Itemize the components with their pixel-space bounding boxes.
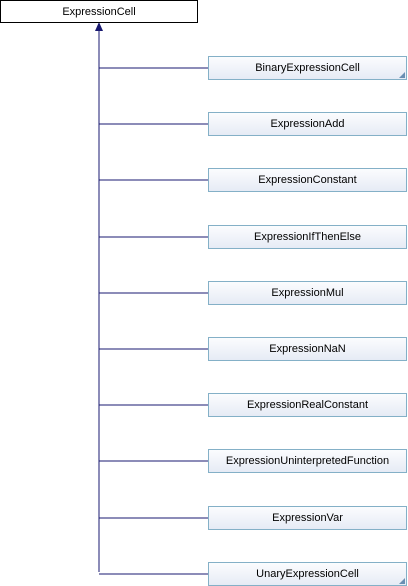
class-node-expressioncell[interactable]: ExpressionCell <box>0 0 198 23</box>
class-node-label: ExpressionVar <box>272 512 343 524</box>
class-node-label: ExpressionMul <box>271 287 344 299</box>
class-node-unaryexpressioncell[interactable]: UnaryExpressionCell <box>208 562 407 586</box>
inheritance-arrowhead <box>95 22 103 31</box>
class-node-label: UnaryExpressionCell <box>256 568 359 580</box>
has-subclasses-marker-icon <box>399 72 405 78</box>
class-node-label: ExpressionUninterpretedFunction <box>225 455 390 467</box>
class-node-expressionadd[interactable]: ExpressionAdd <box>208 112 407 136</box>
class-node-label: ExpressionAdd <box>270 118 345 130</box>
has-subclasses-marker-icon <box>399 578 405 584</box>
class-node-expressionnan[interactable]: ExpressionNaN <box>208 337 407 361</box>
class-node-expressionconstant[interactable]: ExpressionConstant <box>208 168 407 192</box>
class-node-label: ExpressionNaN <box>269 343 346 355</box>
class-node-expressionuninterpretedfunction[interactable]: ExpressionUninterpretedFunction <box>208 449 407 473</box>
class-node-expressionmul[interactable]: ExpressionMul <box>208 281 407 305</box>
class-node-label: ExpressionIfThenElse <box>254 231 361 243</box>
class-node-expressionrealconstant[interactable]: ExpressionRealConstant <box>208 393 407 417</box>
class-node-label: ExpressionConstant <box>258 174 357 186</box>
branch-lines <box>99 67 208 575</box>
class-node-expressionvar[interactable]: ExpressionVar <box>208 506 407 530</box>
class-node-label: BinaryExpressionCell <box>255 62 360 74</box>
class-node-label: ExpressionCell <box>62 5 136 18</box>
class-node-expressionifthenelse[interactable]: ExpressionIfThenElse <box>208 225 407 249</box>
class-node-label: ExpressionRealConstant <box>246 399 369 411</box>
class-node-binaryexpressioncell[interactable]: BinaryExpressionCell <box>208 56 407 80</box>
